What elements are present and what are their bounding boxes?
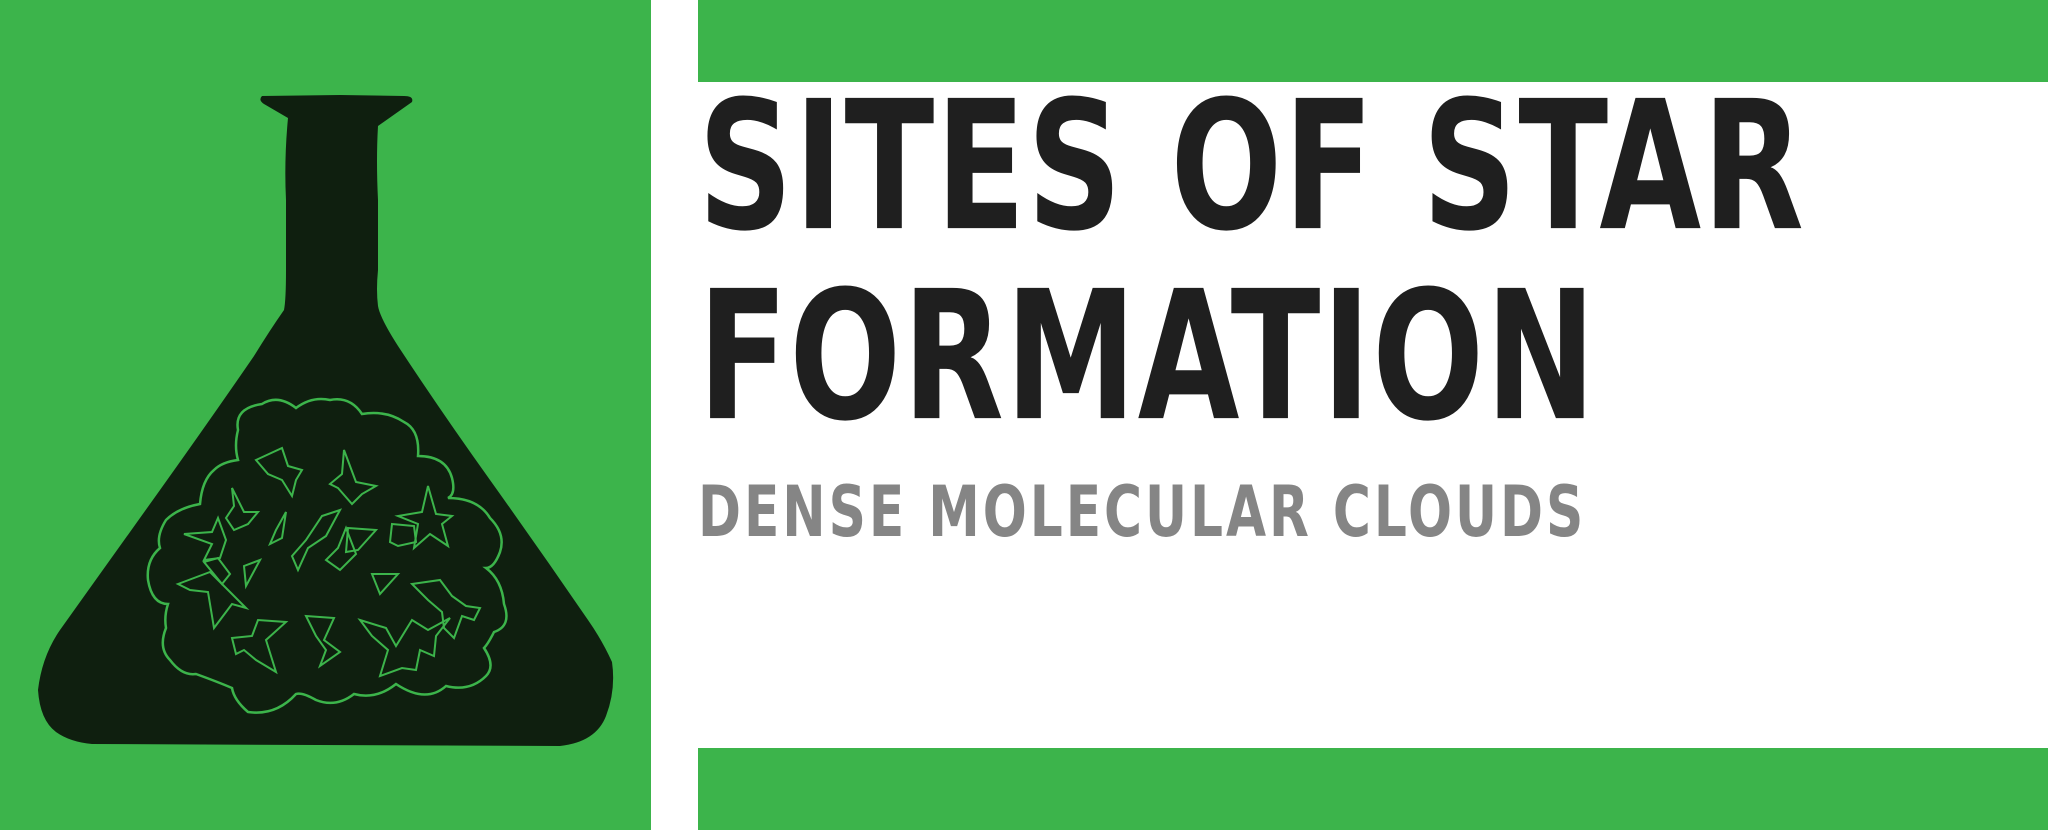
star-icon xyxy=(344,526,379,554)
erlenmeyer-flask-icon xyxy=(0,0,651,830)
subtitle: DENSE MOLECULAR CLOUDS xyxy=(698,471,1587,553)
cloud-outline xyxy=(146,397,508,714)
star-icon xyxy=(409,578,482,640)
star-icon xyxy=(224,487,261,532)
star-icon xyxy=(304,614,342,669)
bottom-accent-bar xyxy=(698,748,2048,830)
star-icon xyxy=(388,522,418,548)
title-line-2: FORMATION xyxy=(698,252,1598,461)
star-icon xyxy=(242,558,263,590)
star-icon xyxy=(183,515,228,562)
star-icon xyxy=(370,573,401,596)
top-accent-bar xyxy=(698,0,2048,82)
icon-panel xyxy=(0,0,651,830)
star-icon xyxy=(175,570,250,631)
star-icon xyxy=(357,617,451,678)
star-icon xyxy=(268,511,287,547)
star-icon xyxy=(254,446,304,499)
star-icon xyxy=(394,485,455,551)
star-icon xyxy=(290,508,343,573)
star-icon xyxy=(230,618,289,675)
star-icon xyxy=(328,449,379,506)
stars-group xyxy=(175,446,482,678)
title-line-1: SITES OF STAR xyxy=(698,62,1806,271)
